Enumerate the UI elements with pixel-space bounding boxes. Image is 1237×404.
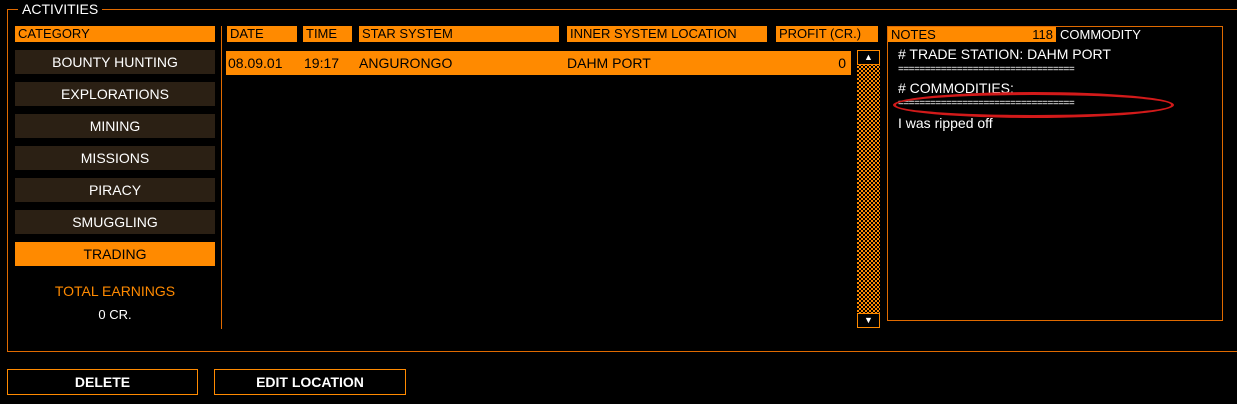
category-bounty-hunting[interactable]: BOUNTY HUNTING [15,50,215,74]
cell-location: DAHM PORT [567,55,651,71]
category-explorations[interactable]: EXPLORATIONS [15,82,215,106]
note-line-separator: ================================= [898,64,1075,75]
scroll-up-arrow-icon[interactable]: ▲ [857,50,880,65]
commodity-tab[interactable]: COMMODITY [1056,27,1222,42]
column-header-star-system[interactable]: STAR SYSTEM [359,26,559,42]
column-header-time[interactable]: TIME [303,26,352,42]
cell-date: 08.09.01 [228,55,283,71]
column-header-profit[interactable]: PROFIT (CR.) [776,26,878,42]
annotation-circle [893,92,1174,118]
category-mining[interactable]: MINING [15,114,215,138]
category-header: CATEGORY [15,26,215,42]
category-missions[interactable]: MISSIONS [15,146,215,170]
notes-char-count: 118 [1032,27,1053,42]
cell-time: 19:17 [304,55,340,71]
column-divider [221,26,222,329]
notes-panel[interactable] [887,26,1223,321]
total-earnings-value: 0 CR. [98,307,132,322]
note-line-trade-station: # TRADE STATION: DAHM PORT [898,46,1111,62]
note-line-comment: I was ripped off [898,115,993,131]
notes-header: NOTES 118 [888,27,1056,42]
notes-header-label: NOTES [891,27,936,42]
category-smuggling[interactable]: SMUGGLING [15,210,215,234]
column-header-inner-system-location[interactable]: INNER SYSTEM LOCATION [567,26,767,42]
edit-location-button[interactable]: EDIT LOCATION [214,369,406,395]
delete-button[interactable]: DELETE [7,369,198,395]
column-header-date[interactable]: DATE [227,26,297,42]
panel-title: ACTIVITIES [18,2,103,16]
category-piracy[interactable]: PIRACY [15,178,215,202]
scroll-down-arrow-icon[interactable]: ▼ [857,313,880,328]
cell-star-system: ANGURONGO [359,55,453,71]
total-earnings-label: TOTAL EARNINGS [54,283,176,299]
table-scrollbar[interactable] [857,50,880,328]
cell-profit: 0 [838,55,846,71]
table-row[interactable]: 08.09.01 19:17 ANGURONGO DAHM PORT 0 [226,51,851,75]
category-trading[interactable]: TRADING [15,242,215,266]
activities-panel [7,9,1237,352]
